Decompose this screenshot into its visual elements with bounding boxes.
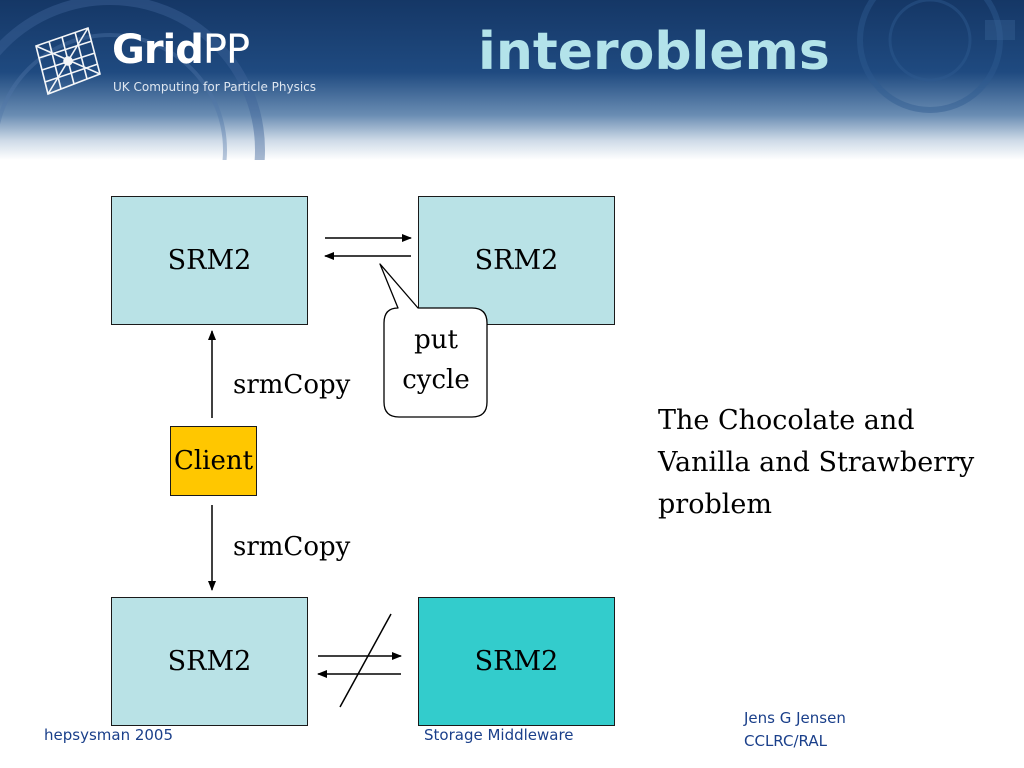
srm2-top-left-box: SRM2 [111, 196, 308, 325]
srmcopy-down-label: srmCopy [233, 532, 351, 562]
logo-text-grid: Grid [112, 27, 204, 73]
footer-topic: Storage Middleware [424, 726, 574, 744]
callout-line-put: put [414, 325, 458, 355]
footer-affiliation: CCLRC/RAL [744, 732, 827, 750]
blocked-slash [339, 613, 392, 708]
logo-subtitle: UK Computing for Particle Physics [113, 80, 317, 94]
slide-header: GridPP UK Computing for Particle Physics… [0, 0, 1024, 160]
srmcopy-up-label: srmCopy [233, 370, 351, 400]
footer-event: hepsysman 2005 [44, 726, 174, 744]
header-decoration [0, 0, 1015, 160]
put-cycle-callout: put cycle [384, 320, 488, 400]
client-box: Client [170, 426, 257, 496]
callout-line-cycle: cycle [402, 365, 470, 395]
srm2-bottom-right-box: SRM2 [418, 597, 615, 726]
slide-title: interoblems [478, 22, 830, 82]
footer-author: Jens G Jensen [744, 709, 846, 727]
gridpp-logo-icon [35, 26, 101, 96]
srm2-top-right-box: SRM2 [418, 196, 615, 325]
logo-text-pp: PP [202, 27, 250, 73]
problem-description: The Chocolate and Vanilla and Strawberry… [658, 405, 975, 520]
gridpp-logo-text: GridPP [112, 27, 250, 73]
srm2-bottom-left-box: SRM2 [111, 597, 308, 726]
